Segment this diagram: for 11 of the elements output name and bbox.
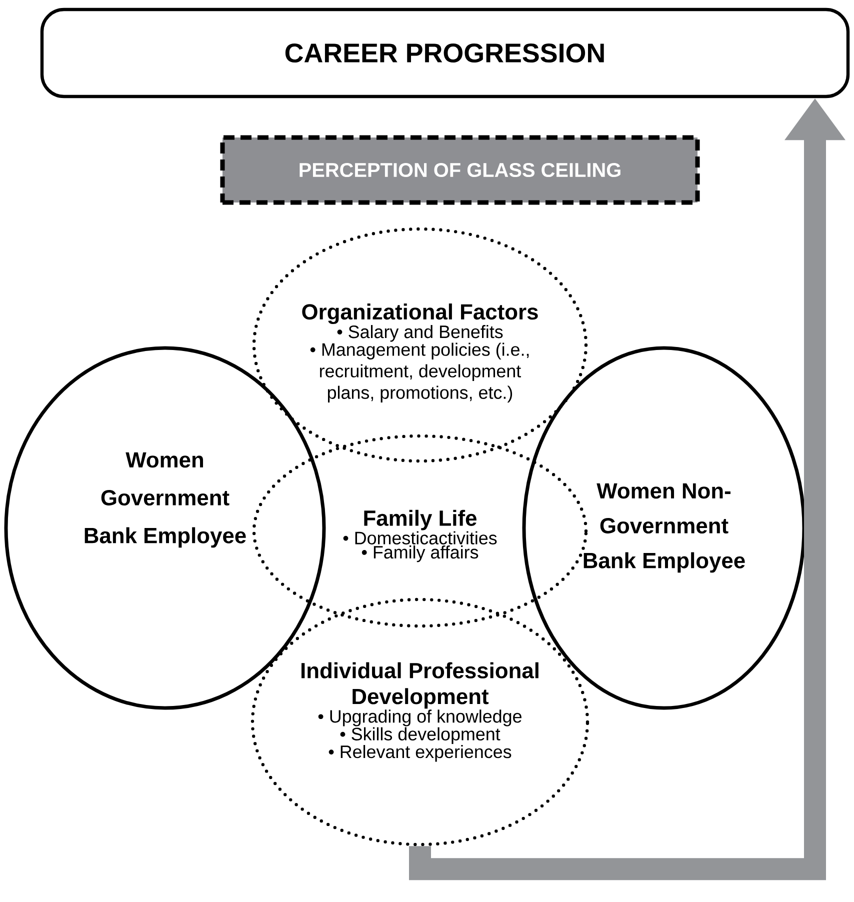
node-text: CAREER PROGRESSION [285, 43, 604, 63]
title-box [40, 8, 850, 98]
node-text: PERCEPTION OF GLASS CEILING [300, 162, 620, 178]
dotted-ellipse [250, 598, 590, 846]
node-text: Organizational Factors • Salary and Benefits • Management policies (i.e., recruitment, development plans, promotions, etc.) [302, 304, 538, 402]
dotted-ellipse [252, 227, 588, 463]
node-text: Women Government Bank Employee [84, 452, 246, 548]
node-text: Individual Professional Development • Upgrading of knowledge • Skills development • Relevant experiences [302, 662, 538, 762]
node-text: Women Non- Government Bank Employee [584, 483, 745, 573]
banner-box [220, 135, 700, 205]
node-text: Family Life • Domesticactivities • Family affairs [343, 510, 497, 562]
